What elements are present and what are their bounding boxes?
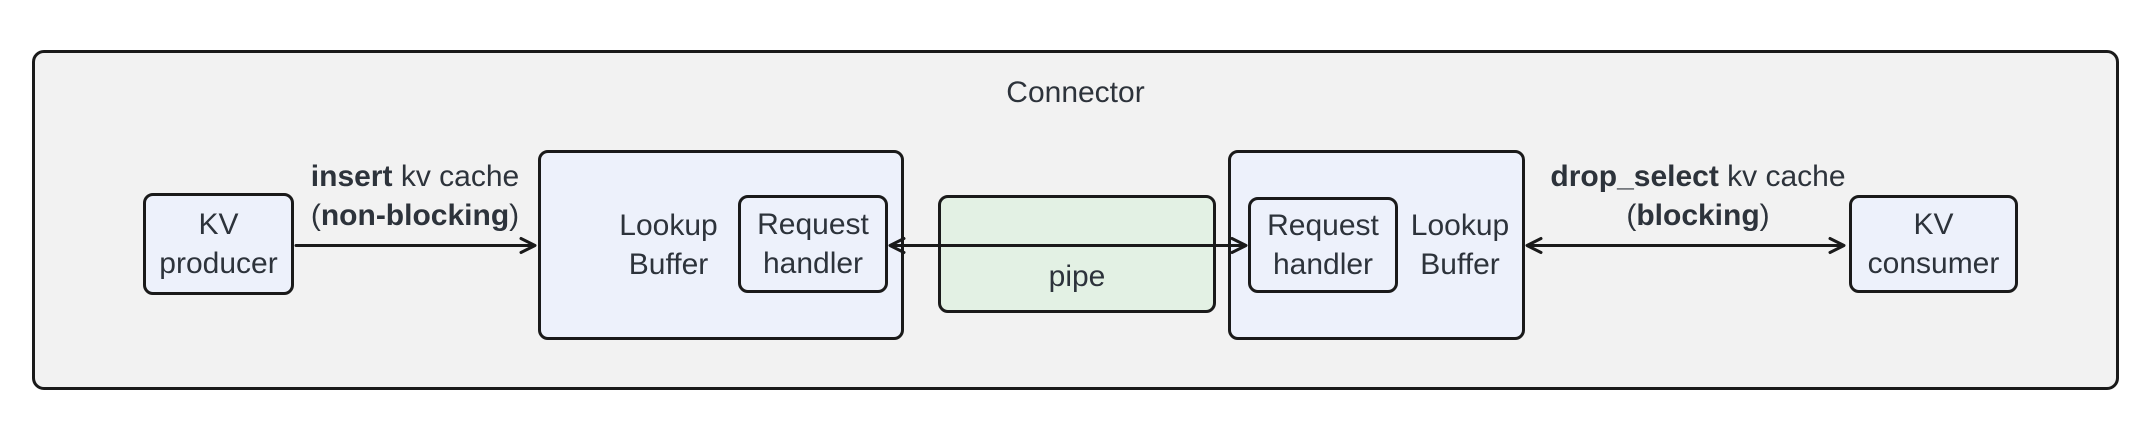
request-handler-left-label-line1: Request bbox=[757, 208, 869, 241]
drop-select-edge-label-line2: (blocking) bbox=[1626, 199, 1770, 232]
request-handler-right-label-line1: Request bbox=[1267, 209, 1379, 242]
drop-select-edge-label: drop_select kv cache (blocking) bbox=[1546, 157, 1850, 235]
kv-producer-label-line1: KV bbox=[198, 208, 239, 241]
request-handler-left-label-line2: handler bbox=[762, 247, 864, 280]
kv-producer-node: KV producer bbox=[143, 193, 294, 295]
request-handler-right-node: Request handler bbox=[1248, 197, 1398, 293]
lookup-buffer-left-label: Lookup Buffer bbox=[619, 209, 718, 281]
request-handler-right-label-line2: handler bbox=[1272, 248, 1374, 281]
lookup-buffer-right-label: Lookup Buffer bbox=[1410, 209, 1510, 281]
kv-consumer-label-line2: consumer bbox=[1867, 247, 2000, 280]
lookup-buffer-right-node: Request handler Lookup Buffer bbox=[1228, 150, 1525, 340]
pipe-label: pipe bbox=[1048, 260, 1106, 293]
request-handler-left-node: Request handler bbox=[738, 195, 888, 293]
insert-edge-label-line1: insert kv cache bbox=[310, 160, 520, 193]
lookup-buffer-left-node: Lookup Buffer Request handler bbox=[538, 150, 904, 340]
insert-edge-label: insert kv cache (non-blocking) bbox=[295, 157, 535, 235]
kv-consumer-node: KV consumer bbox=[1849, 195, 2018, 293]
connector-title: Connector bbox=[1006, 76, 1145, 109]
kv-consumer-label-line1: KV bbox=[1913, 208, 1954, 241]
kv-producer-label-line2: producer bbox=[159, 247, 278, 280]
drop-select-edge-label-line1: drop_select kv cache bbox=[1550, 160, 1846, 193]
insert-edge-label-line2: (non-blocking) bbox=[310, 199, 520, 232]
pipe-node: pipe bbox=[938, 195, 1216, 313]
